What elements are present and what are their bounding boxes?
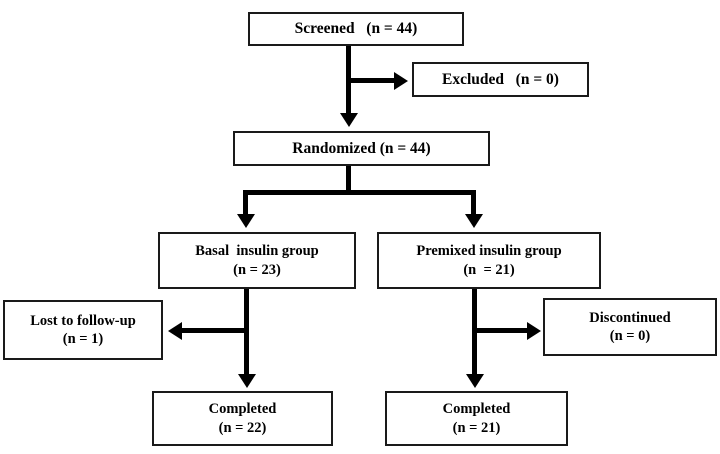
arrowhead-randomized-to-premixed [464, 214, 483, 228]
arrowhead-randomized-to-basal [236, 214, 255, 228]
arrowhead-basal-to-completed [237, 374, 256, 388]
node-completed-premixed-line2: (n = 21) [452, 419, 501, 436]
arrowhead-screened-to-excluded [394, 71, 408, 90]
node-completed-premixed-line1: Completed [442, 401, 511, 418]
connector-premixed-to-discontinued [472, 328, 529, 333]
connector-screened-to-excluded [346, 78, 396, 83]
connector-randomized-to-basal [243, 190, 248, 217]
node-completed-premixed: Completed (n = 21) [385, 391, 568, 446]
node-completed-basal-line2: (n = 22) [218, 419, 267, 436]
node-premixed-insulin-group-line2: (n = 21) [463, 261, 515, 278]
node-basal-insulin-group-line1: Basal insulin group [195, 243, 319, 260]
node-lost-to-follow-up-line1: Lost to follow-up [30, 312, 136, 329]
node-basal-insulin-group: Basal insulin group (n = 23) [158, 232, 356, 289]
arrowhead-screened-to-randomized [339, 113, 358, 127]
arrowhead-premixed-to-discontinued [527, 321, 541, 340]
node-discontinued-line2: (n = 0) [609, 328, 651, 344]
node-randomized-line1: Randomized (n = 44) [292, 139, 431, 157]
connector-basal-to-lost [182, 328, 247, 333]
arrowhead-basal-to-lost [168, 321, 182, 340]
arrowhead-premixed-to-completed [465, 374, 484, 388]
node-excluded-line1: Excluded (n = 0) [442, 70, 559, 88]
node-randomized: Randomized (n = 44) [233, 131, 490, 166]
node-lost-to-follow-up: Lost to follow-up (n = 1) [3, 300, 163, 360]
node-lost-to-follow-up-line2: (n = 1) [62, 331, 104, 347]
node-excluded: Excluded (n = 0) [412, 62, 589, 97]
node-discontinued: Discontinued (n = 0) [543, 298, 717, 356]
node-completed-basal: Completed (n = 22) [152, 391, 333, 446]
connector-randomized-stem [346, 165, 351, 193]
node-premixed-insulin-group-line1: Premixed insulin group [416, 243, 562, 260]
connector-randomized-split-bar [243, 190, 476, 195]
node-discontinued-line1: Discontinued [589, 309, 671, 326]
connector-randomized-to-premixed [471, 190, 476, 217]
node-screened-line1: Screened (n = 44) [294, 20, 418, 38]
node-screened: Screened (n = 44) [248, 12, 464, 46]
node-completed-basal-line1: Completed [208, 401, 277, 418]
node-basal-insulin-group-line2: (n = 23) [233, 261, 281, 278]
node-premixed-insulin-group: Premixed insulin group (n = 21) [377, 232, 601, 289]
